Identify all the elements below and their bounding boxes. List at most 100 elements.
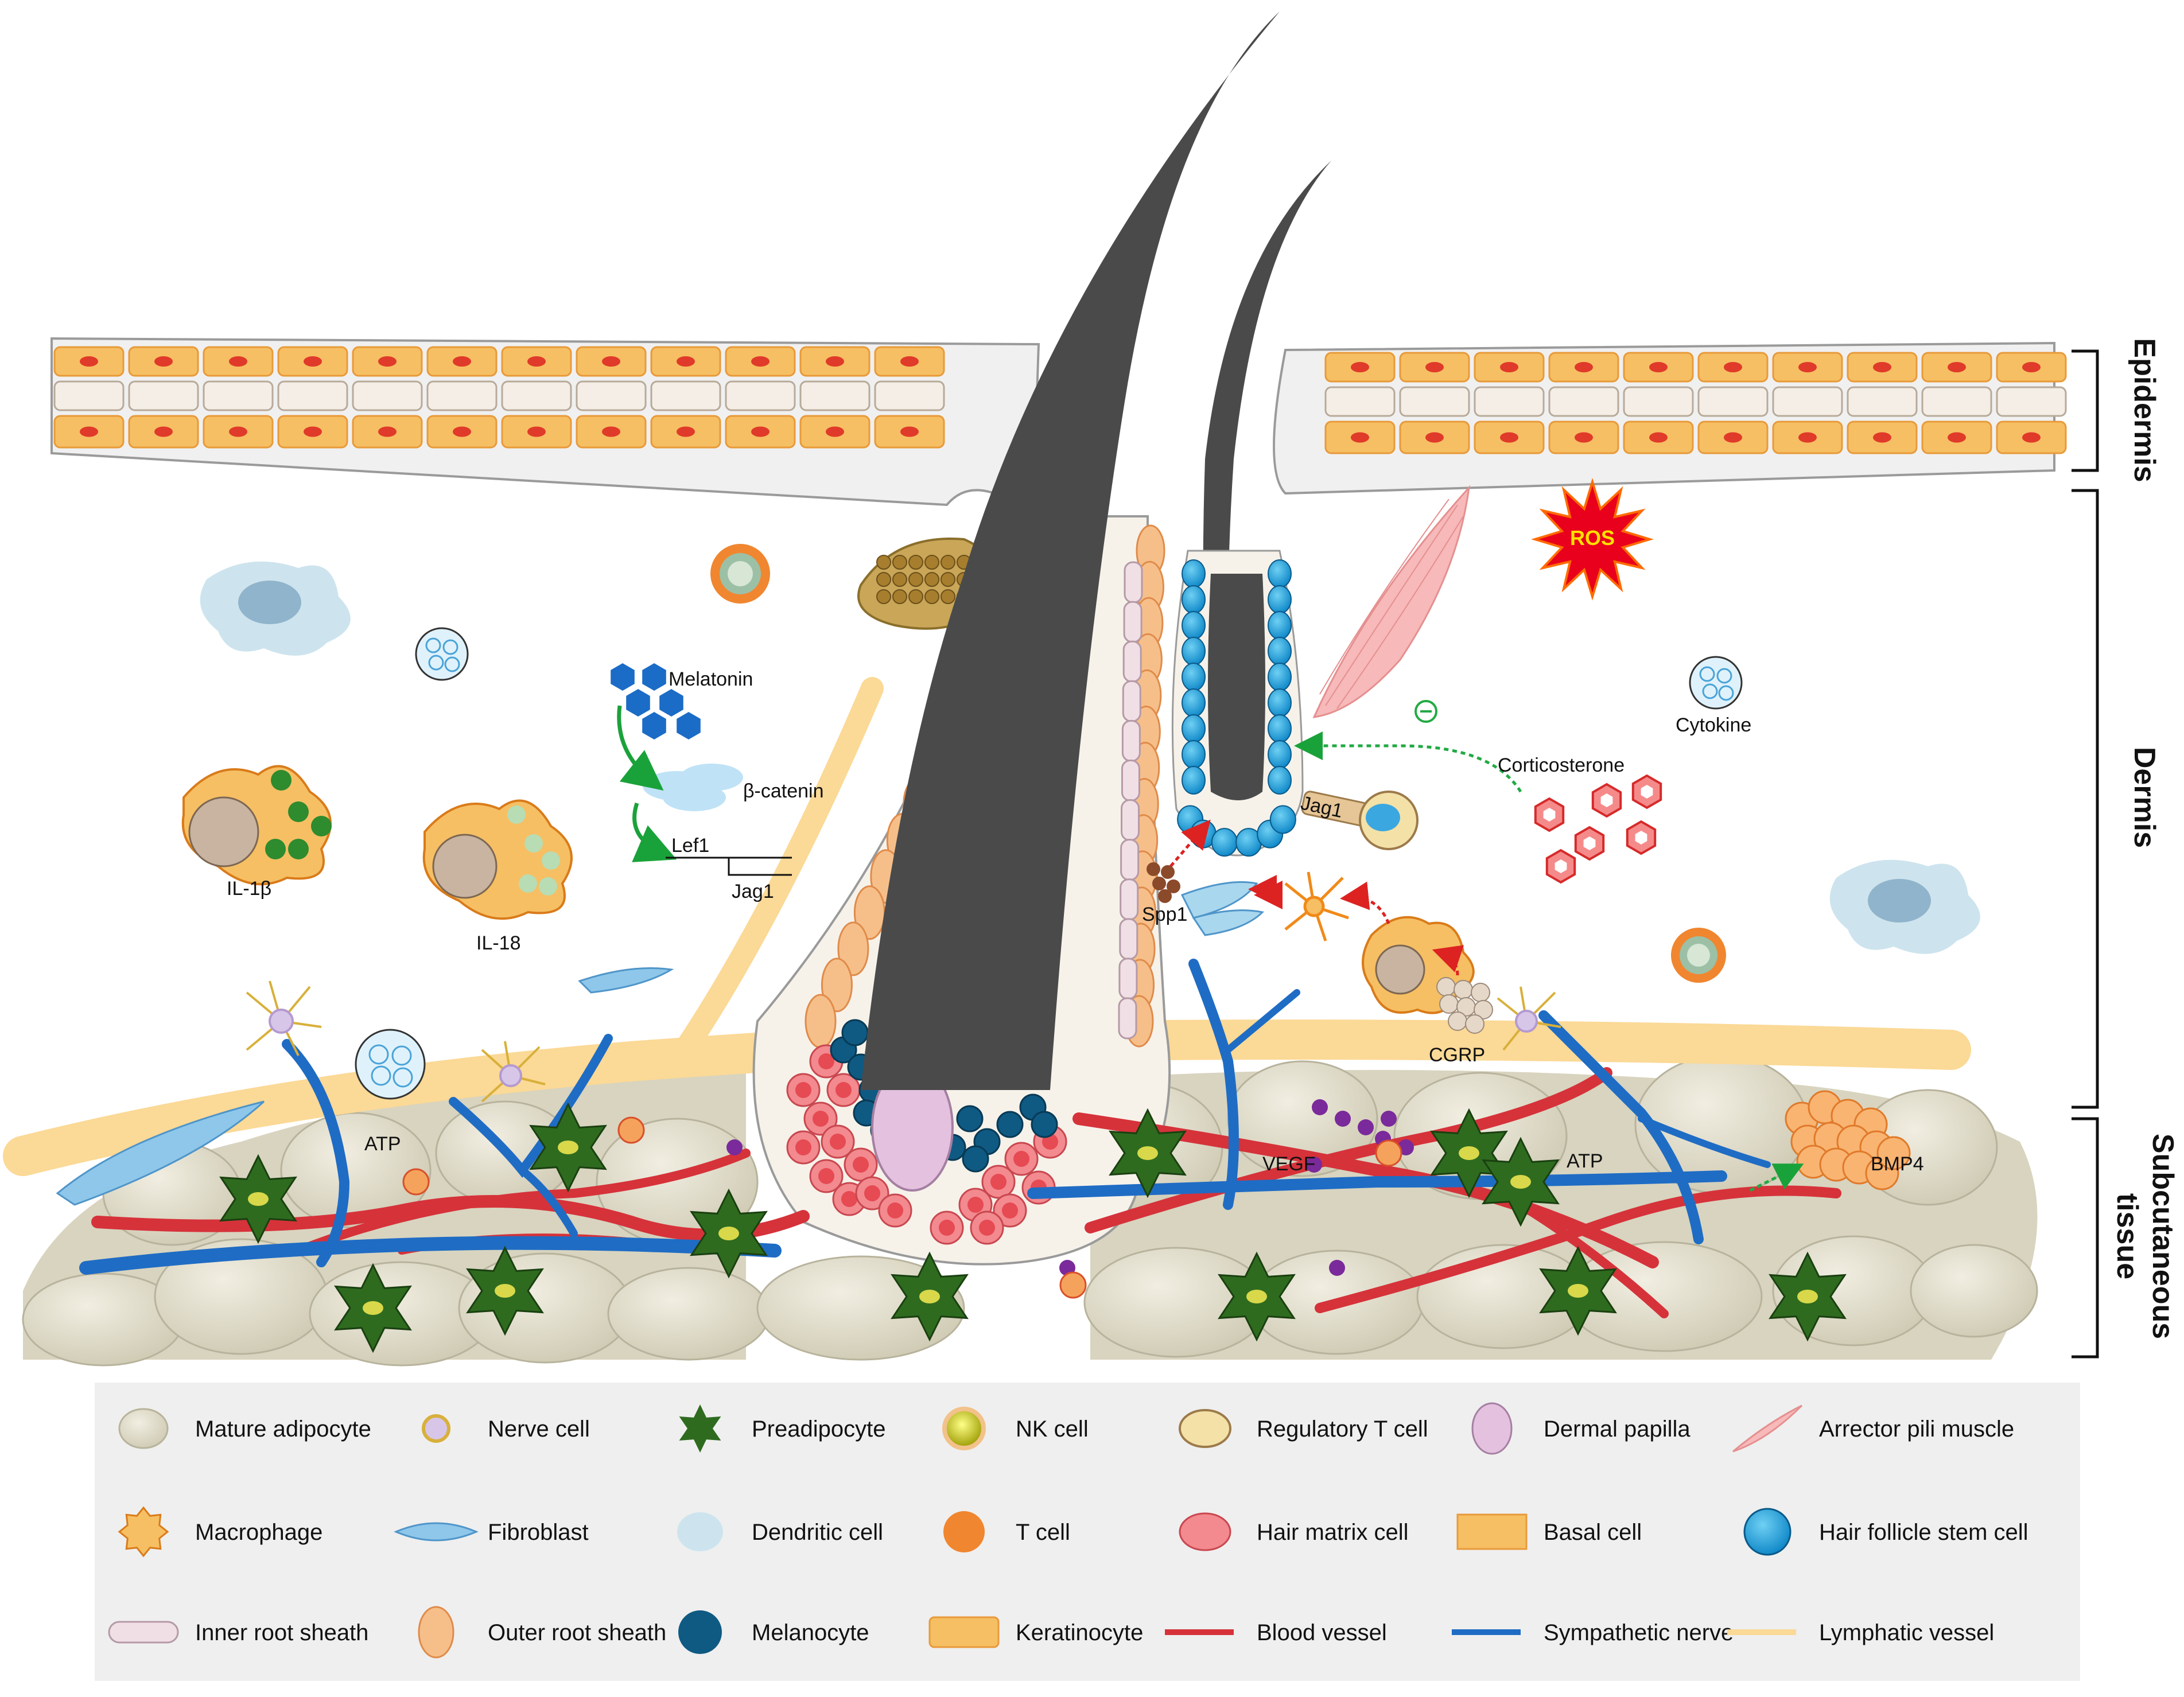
preadipocyte bbox=[466, 1245, 544, 1336]
label-il18: IL-18 bbox=[476, 932, 521, 954]
outer-root-sheath-cell bbox=[821, 958, 853, 1013]
keratinocyte bbox=[277, 380, 348, 411]
legend-label: Melanocyte bbox=[752, 1620, 869, 1645]
keratinocyte bbox=[426, 380, 498, 411]
sympathetic-nerves bbox=[79, 959, 1771, 1275]
hair-follicle-stem-cell bbox=[1182, 663, 1206, 691]
dendritic-cell bbox=[1829, 859, 1980, 954]
legend-item: Nerve cell bbox=[422, 1414, 590, 1443]
legend-item: Inner root sheath bbox=[108, 1620, 368, 1645]
dendritic-cell bbox=[200, 561, 351, 656]
preadipocyte bbox=[529, 1102, 607, 1193]
legend-item: T cell bbox=[943, 1511, 1070, 1552]
label-atp-left: ATP bbox=[364, 1133, 401, 1155]
legend-item: Sympathetic nerve bbox=[1452, 1620, 1734, 1645]
legend-label: Dendritic cell bbox=[752, 1520, 883, 1545]
regulatory-t-cell bbox=[1301, 791, 1419, 850]
legend-label: Preadipocyte bbox=[752, 1416, 885, 1442]
legend-label: Hair follicle stem cell bbox=[1819, 1520, 2028, 1545]
keratinocyte bbox=[1921, 386, 1992, 417]
hair-shaft-secondary bbox=[1203, 161, 1331, 803]
melanocyte bbox=[962, 1145, 989, 1173]
legend-item: Hair follicle stem cell bbox=[1743, 1508, 2028, 1556]
hair-follicle-stem-cell bbox=[1182, 740, 1206, 769]
legend-label: Arrector pili muscle bbox=[1819, 1416, 2014, 1442]
hair-follicle-stem-cell bbox=[1182, 585, 1206, 614]
preadipocyte bbox=[1482, 1136, 1560, 1227]
keratinocyte bbox=[1996, 386, 2067, 417]
spp1-arrow bbox=[1169, 819, 1211, 867]
legend-item: Blood vessel bbox=[1165, 1620, 1387, 1645]
fibroblast bbox=[578, 967, 674, 994]
preadipocyte bbox=[219, 1154, 297, 1244]
legend-label: Blood vessel bbox=[1257, 1620, 1387, 1645]
hair-follicle-stem-cell bbox=[1268, 688, 1292, 717]
keratinocyte bbox=[1474, 386, 1545, 417]
legend-label: Sympathetic nerve bbox=[1544, 1620, 1734, 1645]
hair-follicle-stem-cell bbox=[1182, 714, 1206, 743]
preadipocyte-cells bbox=[219, 1102, 1847, 1353]
keratinocyte bbox=[1847, 386, 1918, 417]
legend-label: Inner root sheath bbox=[195, 1620, 368, 1645]
preadipocyte bbox=[891, 1251, 969, 1342]
keratinocyte bbox=[1697, 386, 1769, 417]
epidermis-cells bbox=[53, 346, 2067, 454]
legend-item: Outer root sheath bbox=[418, 1606, 666, 1659]
gene-promoter bbox=[666, 857, 792, 876]
cgrp-molecules bbox=[1436, 977, 1493, 1034]
legend-item: Melanocyte bbox=[678, 1610, 869, 1654]
nerve-cell bbox=[1497, 986, 1561, 1051]
legend-label: Regulatory T cell bbox=[1257, 1416, 1428, 1442]
inner-root-sheath-cell bbox=[1122, 680, 1141, 722]
keratinocyte bbox=[501, 380, 572, 411]
hair-follicle-secondary bbox=[1171, 550, 1304, 857]
inner-root-sheath-cell bbox=[1118, 958, 1138, 1000]
layer-label-epidermis: Epidermis bbox=[2128, 338, 2161, 482]
preadipocyte bbox=[1430, 1108, 1508, 1198]
legend-label: Macrophage bbox=[195, 1520, 322, 1545]
melanocyte bbox=[841, 1019, 869, 1046]
keratinocyte bbox=[799, 380, 871, 411]
legend-item: Dendritic cell bbox=[677, 1512, 883, 1551]
inner-root-sheath-cell bbox=[1119, 918, 1138, 960]
fibroblast bbox=[56, 1100, 265, 1206]
label-cgrp: CGRP bbox=[1429, 1044, 1485, 1066]
beta-catenin-cloud bbox=[643, 764, 743, 811]
keratinocyte bbox=[1548, 386, 1619, 417]
preadipocyte bbox=[1218, 1251, 1296, 1342]
label-lef1: Lef1 bbox=[671, 835, 709, 857]
legend-label: T cell bbox=[1016, 1520, 1070, 1545]
ros-burst: ROS bbox=[1531, 478, 1654, 601]
legend-item: NK cell bbox=[942, 1407, 1089, 1450]
hair-follicle-stem-cell bbox=[1182, 688, 1206, 717]
vegf-molecules bbox=[726, 1099, 1414, 1276]
legend-label: NK cell bbox=[1016, 1416, 1089, 1442]
keratinocyte bbox=[650, 380, 721, 411]
legend-label: Nerve cell bbox=[488, 1416, 590, 1442]
layer-brackets bbox=[2072, 349, 2099, 1359]
macrophage-il1b bbox=[181, 765, 332, 886]
corticosterone-inhibition-arrow bbox=[1294, 731, 1522, 793]
inner-root-sheath-cell bbox=[1121, 799, 1140, 842]
legend-label: Lymphatic vessel bbox=[1819, 1620, 1994, 1645]
macrophage-il18 bbox=[422, 799, 573, 920]
fibroblast bbox=[1192, 909, 1265, 936]
label-beta-catenin: β-catenin bbox=[743, 780, 824, 802]
hair-follicle-stem-cell bbox=[1268, 611, 1292, 640]
hair-follicle-stem-cell bbox=[1268, 585, 1292, 614]
melanocyte bbox=[996, 1111, 1024, 1138]
bmp4-arrow bbox=[1749, 1163, 1804, 1192]
preadipocyte bbox=[334, 1263, 412, 1353]
legend-item: Macrophage bbox=[118, 1506, 322, 1558]
keratinocyte bbox=[576, 380, 647, 411]
legend-item: Basal cell bbox=[1456, 1513, 1642, 1550]
legend-item: Regulatory T cell bbox=[1179, 1409, 1428, 1448]
preadipocyte bbox=[690, 1188, 768, 1279]
hair-follicle-stem-cell bbox=[1268, 637, 1292, 665]
preadipocyte bbox=[1769, 1251, 1847, 1342]
legend-item: Arrector pili muscle bbox=[1732, 1404, 2014, 1453]
hair-follicle-stem-cell bbox=[1182, 637, 1206, 665]
